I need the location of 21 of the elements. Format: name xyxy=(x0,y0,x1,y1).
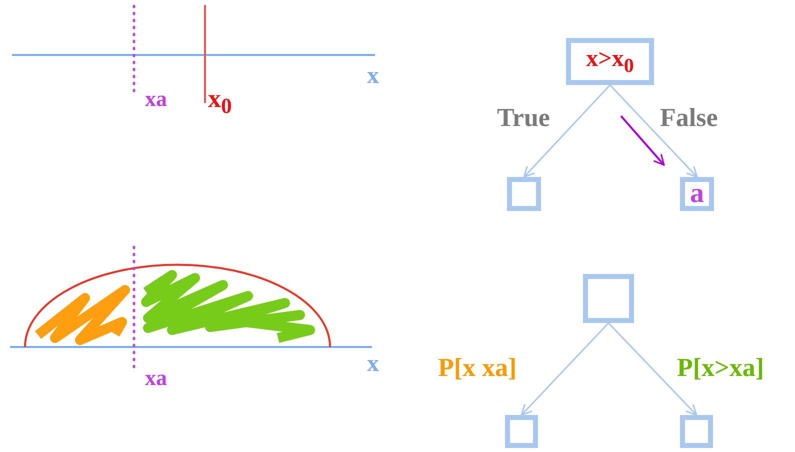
arrow xyxy=(523,84,611,178)
empty-box xyxy=(680,415,713,448)
node-label: a xyxy=(690,180,704,208)
axis-label: xa xyxy=(145,88,167,110)
node-label: x>x$_{0}$ xyxy=(586,47,634,76)
decision-box xyxy=(680,177,714,211)
arrow xyxy=(520,322,610,416)
axis-label: xa xyxy=(145,367,167,389)
edge-label: True xyxy=(497,105,550,131)
edge-label: P[x xa] xyxy=(438,355,517,381)
arrow xyxy=(609,84,698,178)
empty-box xyxy=(505,415,538,448)
decision-box xyxy=(566,38,654,85)
empty-box xyxy=(507,177,541,211)
edge-label: P[x>xa] xyxy=(677,355,764,381)
axis-label: x xyxy=(367,352,379,376)
empty-box xyxy=(583,274,634,323)
axis-label: x$_{0}$ xyxy=(208,86,232,118)
axis-label: x xyxy=(367,64,379,88)
arrow xyxy=(608,322,698,416)
edge-label: False xyxy=(660,105,718,131)
